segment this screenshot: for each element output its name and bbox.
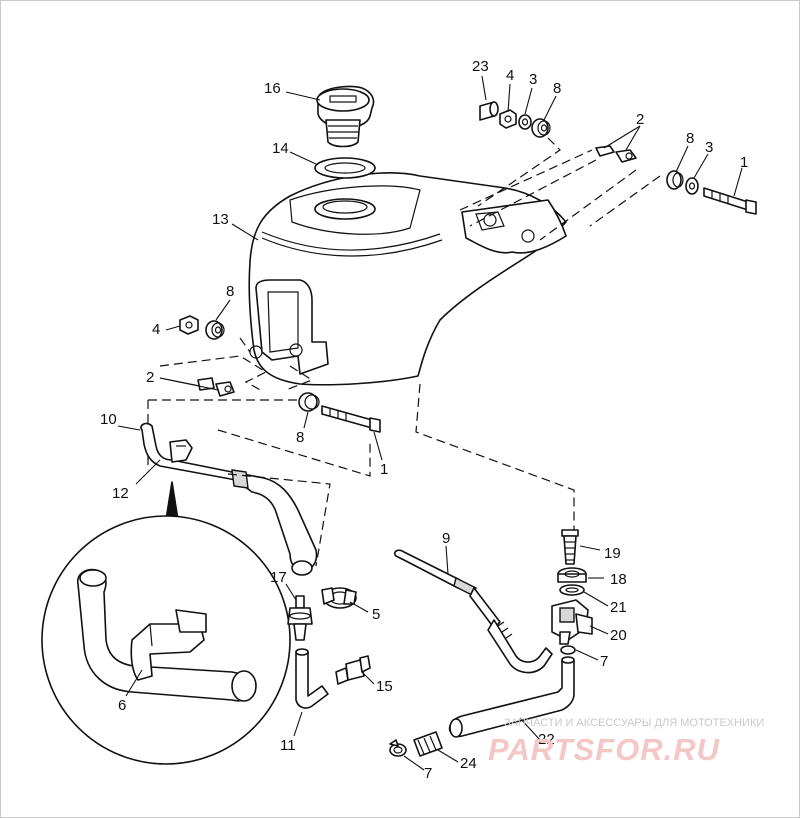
bolt-1-lower	[321, 405, 381, 433]
bolt-1-right	[703, 187, 757, 215]
callout-10: 10	[100, 411, 117, 428]
callout-4-left: 4	[152, 321, 160, 338]
callout-21: 21	[610, 599, 627, 616]
fuel-line-22	[448, 656, 575, 738]
callout-13: 13	[212, 211, 229, 228]
callout-20: 20	[610, 627, 627, 644]
nut-18	[557, 567, 587, 583]
callout-16: 16	[264, 80, 281, 97]
hose-clamp-7-upper	[560, 645, 576, 655]
callout-8-lower: 8	[296, 429, 304, 446]
callout-11: 11	[280, 737, 296, 754]
callout-5: 5	[372, 606, 380, 623]
hose-clamp-5	[321, 587, 357, 609]
callout-2-left: 2	[146, 369, 154, 386]
grommet-8-left	[205, 320, 225, 340]
gasket-21	[559, 584, 585, 596]
callout-23: 23	[472, 58, 489, 75]
grommet-8-right	[666, 170, 684, 190]
callout-14: 14	[272, 140, 289, 157]
callout-9: 9	[442, 530, 450, 547]
washer-3-right	[685, 177, 699, 195]
vent-hose-11	[295, 648, 329, 709]
nut-4-left	[179, 315, 199, 335]
callout-2-top: 2	[636, 111, 644, 128]
fitting-15	[335, 655, 371, 685]
detail-inset	[41, 481, 291, 765]
filter-screen-19	[561, 529, 579, 565]
leader-lines	[117, 75, 743, 771]
crossover-hose	[140, 422, 318, 576]
callout-numbers: 23 4 3 8 2 8 3 1 16 14 13 8 4 2 8 1 10 1…	[100, 58, 748, 782]
nut-4-top	[499, 109, 517, 129]
petcock-lever-9	[393, 549, 553, 674]
callout-12: 12	[112, 485, 129, 502]
callout-8-right: 8	[686, 130, 694, 147]
watermark-tagline: ЗАПЧАСТИ И АКСЕССУАРЫ ДЛЯ МОТОТЕХНИКИ	[504, 717, 764, 729]
spacer-23	[479, 101, 499, 121]
callout-8-top: 8	[553, 80, 561, 97]
callout-1-lower: 1	[380, 461, 388, 478]
callout-8-left: 8	[226, 283, 234, 300]
hose-clamp-7-lower	[389, 739, 407, 757]
inline-filter-24	[413, 731, 443, 757]
fuel-cap	[316, 85, 375, 148]
callout-6: 6	[118, 697, 126, 714]
callout-3-right: 3	[705, 139, 713, 156]
callout-24: 24	[460, 755, 477, 772]
cap-gasket	[314, 157, 376, 179]
callout-17: 17	[270, 569, 287, 586]
callout-7-upper: 7	[600, 653, 608, 670]
callout-22: 22	[538, 731, 555, 748]
watermark-brand: PARTSFOR.RU	[488, 732, 721, 767]
callout-1-right: 1	[740, 154, 748, 171]
grommet-8-lower	[298, 392, 320, 412]
callout-18: 18	[610, 571, 627, 588]
mount-stud-2-top	[595, 145, 637, 163]
fuel-tank	[248, 172, 567, 386]
grommet-8-top	[531, 118, 551, 138]
callout-19: 19	[604, 545, 621, 562]
washer-3-top	[518, 114, 532, 130]
callout-15: 15	[376, 678, 393, 695]
callout-3-top: 3	[529, 71, 537, 88]
vent-valve-17	[287, 595, 313, 641]
watermark: ЗАПЧАСТИ И АКСЕССУАРЫ ДЛЯ МОТОТЕХНИКИ PA…	[488, 717, 764, 767]
petcock-valve-20	[551, 599, 593, 645]
callout-4-top: 4	[506, 67, 514, 84]
callout-7-lower: 7	[424, 765, 432, 782]
